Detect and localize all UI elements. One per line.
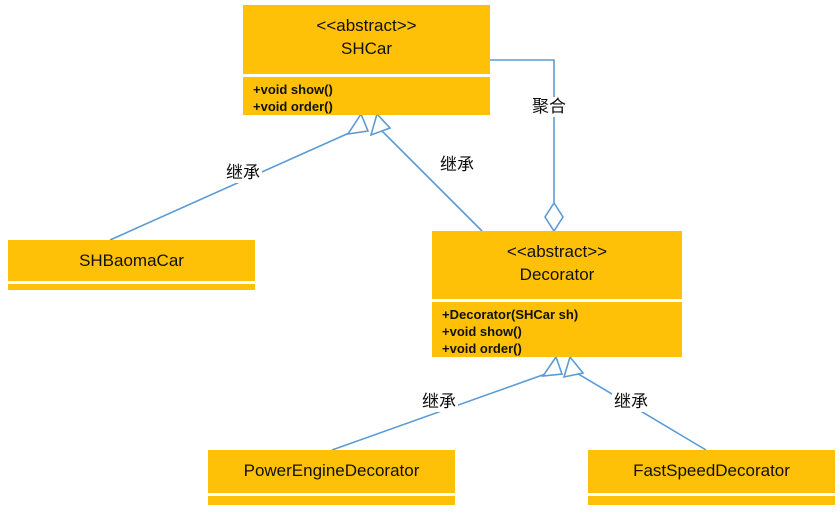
relation-label-fastspeed-inheritance: 继承 (612, 392, 650, 412)
uml-operation: +void show() (442, 324, 522, 339)
uml-operation: +void show() (253, 82, 333, 97)
uml-operation: +void order() (442, 341, 522, 356)
uml-class-shbaomacar-operations (8, 284, 255, 334)
aggregation-diamond (544, 201, 564, 233)
uml-class-shbaomacar-header: SHBaomaCar (8, 240, 255, 281)
uml-class-decorator-separator (432, 299, 682, 302)
uml-class-fastspeeddecorator-operations (588, 496, 835, 513)
generalization-line-decorator (380, 129, 483, 232)
uml-class-powerenginedecorator-header: PowerEngineDecorator (208, 450, 455, 493)
uml-class-decorator-header: <<abstract>> Decorator (432, 231, 682, 299)
uml-class-powerenginedecorator[interactable]: PowerEngineDecorator (208, 450, 455, 505)
uml-class-shbaomacar[interactable]: SHBaomaCar (8, 240, 255, 290)
uml-class-decorator-name: Decorator (519, 265, 595, 284)
uml-class-fastspeeddecorator-separator (588, 493, 835, 496)
uml-class-powerenginedecorator-operations (208, 496, 455, 513)
uml-class-shcar[interactable]: <<abstract>> SHCar +void show() +void or… (243, 5, 490, 115)
relation-label-shbaomacar-inheritance: 继承 (224, 163, 262, 183)
uml-class-shcar-separator (243, 74, 490, 77)
uml-class-decorator-operations: +Decorator(SHCar sh) +void show() +void … (432, 302, 682, 363)
uml-class-shcar-stereotype: <<abstract>> (316, 16, 417, 35)
uml-class-shcar-header: <<abstract>> SHCar (243, 5, 490, 74)
uml-class-shcar-operations: +void show() +void order() (243, 77, 490, 121)
uml-operation: +Decorator(SHCar sh) (442, 307, 579, 322)
uml-class-shbaomacar-separator (8, 281, 255, 284)
uml-class-decorator-stereotype: <<abstract>> (506, 242, 608, 261)
uml-class-decorator[interactable]: <<abstract>> Decorator +Decorator(SHCar … (432, 231, 682, 357)
aggregation-line-shcar-decorator (490, 59, 555, 205)
relation-label-powerengine-inheritance: 继承 (420, 392, 458, 412)
uml-class-fastspeeddecorator-name: FastSpeedDecorator (633, 461, 790, 480)
uml-class-shcar-name: SHCar (340, 39, 392, 58)
uml-class-fastspeeddecorator[interactable]: FastSpeedDecorator (588, 450, 835, 505)
uml-operation: +void order() (253, 99, 333, 114)
uml-class-powerenginedecorator-name: PowerEngineDecorator (243, 461, 420, 480)
relation-label-decorator-inheritance: 继承 (438, 155, 476, 175)
uml-class-shbaomacar-name: SHBaomaCar (79, 251, 184, 270)
relation-label-aggregation: 聚合 (530, 97, 568, 117)
uml-class-fastspeeddecorator-header: FastSpeedDecorator (588, 450, 835, 493)
uml-class-powerenginedecorator-separator (208, 493, 455, 496)
generalization-line-shbaomacar (109, 128, 359, 241)
